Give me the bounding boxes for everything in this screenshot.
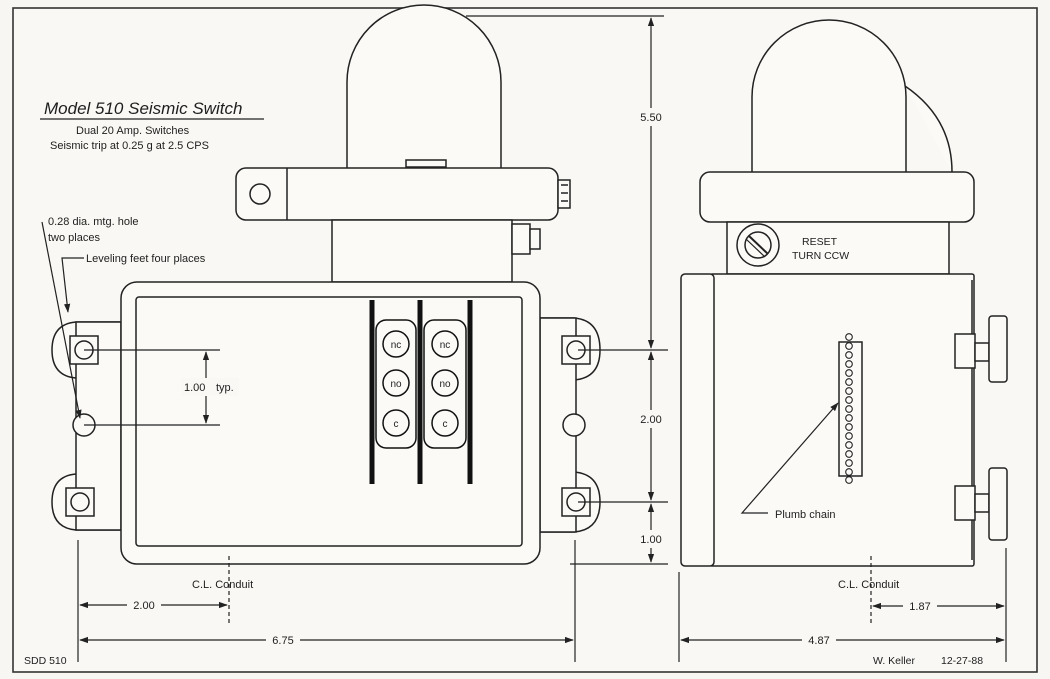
dim-height-bottom: 1.00 (640, 534, 661, 546)
dim-conduit-side: 1.87 (909, 601, 930, 613)
callout-mounting-hole-line-1: 0.28 dia. mtg. hole (48, 216, 139, 228)
side-upper-fitting (954, 333, 976, 369)
front-neck (331, 219, 513, 283)
dim-width-front: 6.75 (272, 635, 293, 647)
callout-mounting-hole-line-2: two places (48, 232, 100, 244)
side-enclosure (709, 273, 975, 567)
switch-2-c-label: c (443, 419, 448, 430)
front-dome (346, 4, 502, 168)
switch-1-no-label: no (390, 379, 402, 390)
dim-height-top: 5.50 (640, 112, 661, 124)
drawing-date: 12-27-88 (941, 655, 983, 667)
switch-2-nc-label: nc (440, 340, 451, 351)
annotations: Model 510 Seismic Switch Dual 20 Amp. Sw… (24, 99, 983, 667)
dimension-lines (40, 15, 1007, 662)
callout-turn-ccw: TURN CCW (792, 250, 849, 262)
side-lower-fitting (954, 485, 976, 521)
front-top-plate (405, 159, 447, 168)
switch-1-nc-label: nc (391, 340, 402, 351)
side-cover-band (699, 171, 975, 223)
front-right-mounting-hole (562, 413, 586, 437)
side-dome-lens (904, 85, 953, 173)
switch-2-no-label: no (439, 379, 451, 390)
leader-plumb-chain (740, 402, 839, 514)
side-dome (751, 19, 907, 172)
plumb-chain-links (845, 333, 853, 484)
front-cover-band (235, 167, 559, 221)
drawing-number: SDD 510 (24, 655, 67, 667)
leader-leveling-feet (61, 257, 84, 313)
conduit-label-front: C.L. Conduit (192, 579, 253, 591)
drawing-title: Model 510 Seismic Switch (44, 99, 242, 118)
drawing-subtitle-1: Dual 20 Amp. Switches (76, 125, 190, 137)
side-upper-knob (988, 315, 1008, 383)
dim-height-mid: 2.00 (640, 414, 661, 426)
leader-mounting-hole (41, 221, 82, 419)
callout-reset: RESET (802, 236, 838, 248)
side-view (680, 19, 1008, 567)
dim-conduit-front: 2.00 (133, 600, 154, 612)
dim-hole-spacing-suffix: typ. (216, 382, 234, 394)
side-lower-knob (988, 467, 1008, 541)
dim-width-side: 4.87 (808, 635, 829, 647)
front-cover-bolt (249, 183, 271, 205)
plumb-chain-bar (838, 341, 863, 477)
terminal-labels: nc no c nc no c (390, 340, 451, 430)
conduit-label-side: C.L. Conduit (838, 579, 899, 591)
drawing-subtitle-2: Seismic trip at 0.25 g at 2.5 CPS (50, 140, 209, 152)
side-door-flange (680, 273, 715, 567)
dim-hole-spacing: 1.00 (184, 382, 205, 394)
drawing-author: W. Keller (873, 655, 916, 667)
switch-assembly (369, 300, 473, 484)
callout-leveling-feet: Leveling feet four places (86, 253, 206, 265)
callout-plumb-chain: Plumb chain (775, 509, 836, 521)
switch-1-c-label: c (394, 419, 399, 430)
front-view (51, 4, 601, 565)
